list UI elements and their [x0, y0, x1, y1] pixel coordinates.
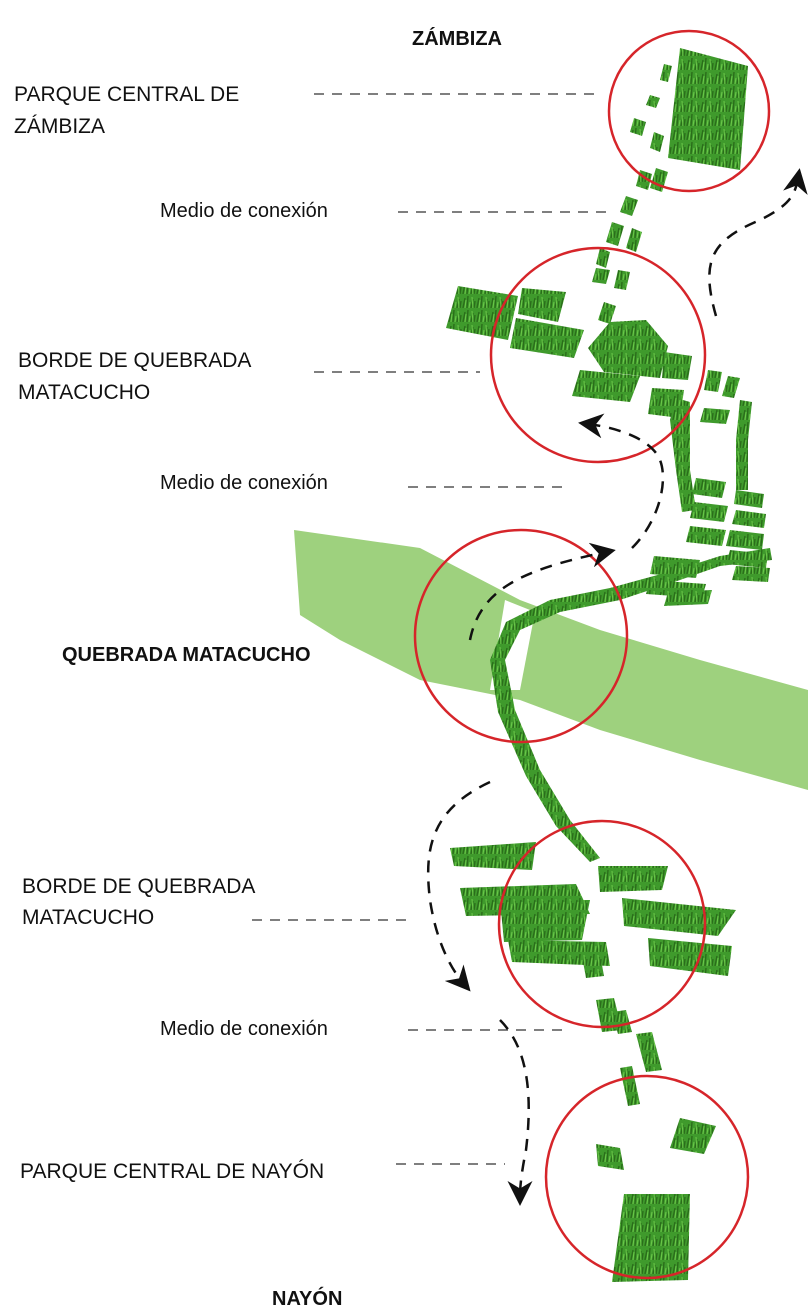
edge-upper-label-line2: MATACUCHO: [18, 381, 151, 404]
edge-upper-block: [572, 370, 640, 402]
circle-river-crossing: [413, 528, 629, 744]
edge-lower-block: [612, 1010, 632, 1034]
connection-patch: [620, 196, 638, 216]
zambiza-park-block: [668, 48, 748, 170]
arrow-down-left: [426, 780, 491, 992]
nayon-park-main: [612, 1194, 690, 1282]
edge-upper-block: [662, 352, 692, 380]
edge-lower-block: [620, 1066, 640, 1106]
edge-lower-label-line2: MATACUCHO: [22, 906, 155, 929]
edge-upper-block: [704, 370, 722, 392]
edge-cluster-block: [732, 510, 766, 528]
edge-lower-block: [500, 900, 590, 942]
connection-patch: [646, 95, 660, 108]
edge-lower-block: [598, 866, 668, 892]
circle-nayon-park: [544, 1074, 750, 1280]
arrow-to-upper-edge: [578, 413, 665, 549]
edge-cluster-block: [732, 566, 770, 582]
park-nayon-label: PARQUE CENTRAL DE NAYÓN: [20, 1160, 325, 1183]
arrow-to-zambiza: [708, 168, 808, 317]
edge-strip: [670, 398, 696, 512]
edge-lower-block: [622, 898, 736, 936]
edge-cluster-block: [734, 490, 764, 508]
edge-upper-label-line1: BORDE DE QUEBRADA: [18, 349, 252, 372]
green-areas: [446, 48, 772, 1282]
river-name-label: QUEBRADA MATACUCHO: [62, 644, 311, 666]
edge-upper-block: [588, 320, 668, 378]
connection-patch: [660, 64, 672, 82]
edge-upper-block: [598, 302, 616, 324]
nayon-park-block: [596, 1144, 624, 1170]
nayon-park-block: [670, 1118, 716, 1154]
circle-upper-edge: [489, 246, 707, 464]
connection-patch: [626, 228, 642, 252]
edge-strip: [736, 400, 752, 490]
edge-upper-block: [614, 270, 630, 290]
edge-upper-block: [446, 286, 518, 340]
edge-cluster-block: [726, 530, 764, 550]
edge-lower-block: [582, 954, 604, 978]
bottom-title: NAYÓN: [272, 1288, 343, 1310]
edge-lower-block: [450, 842, 536, 870]
circle-zambiza-park: [607, 29, 771, 193]
edge-cluster-block: [664, 590, 712, 606]
connection-label-1: Medio de conexión: [160, 200, 328, 222]
edge-lower-label-line1: BORDE DE QUEBRADA: [22, 875, 256, 898]
circle-lower-edge: [497, 819, 707, 1029]
edge-lower-block: [636, 1032, 662, 1072]
edge-upper-block: [700, 408, 730, 424]
park-zambiza-label-line2: ZÁMBIZA: [14, 115, 106, 138]
arrow-down-right: [499, 1019, 533, 1206]
edge-upper-block: [592, 268, 610, 284]
leader-lines: [252, 93, 612, 1165]
river-band: [294, 530, 808, 790]
edge-cluster-block: [692, 478, 726, 498]
edge-lower-block: [648, 938, 732, 976]
edge-upper-block: [722, 376, 740, 398]
park-zambiza-label-line1: PARQUE CENTRAL DE: [14, 83, 240, 106]
movement-arrows: [426, 168, 808, 1206]
connection-patch: [650, 132, 664, 152]
edge-cluster-block: [690, 502, 728, 522]
focus-circles: [413, 29, 771, 1280]
edge-upper-block: [518, 288, 566, 322]
connection-patch: [596, 248, 610, 268]
connection-label-3: Medio de conexión: [160, 1018, 328, 1040]
top-title: ZÁMBIZA: [412, 28, 502, 50]
edge-upper-block: [510, 318, 584, 358]
connection-patch: [630, 118, 646, 136]
connection-patch: [606, 222, 624, 246]
arrow-river-cross: [468, 542, 616, 641]
connection-label-2: Medio de conexión: [160, 472, 328, 494]
edge-cluster-block: [686, 526, 726, 546]
